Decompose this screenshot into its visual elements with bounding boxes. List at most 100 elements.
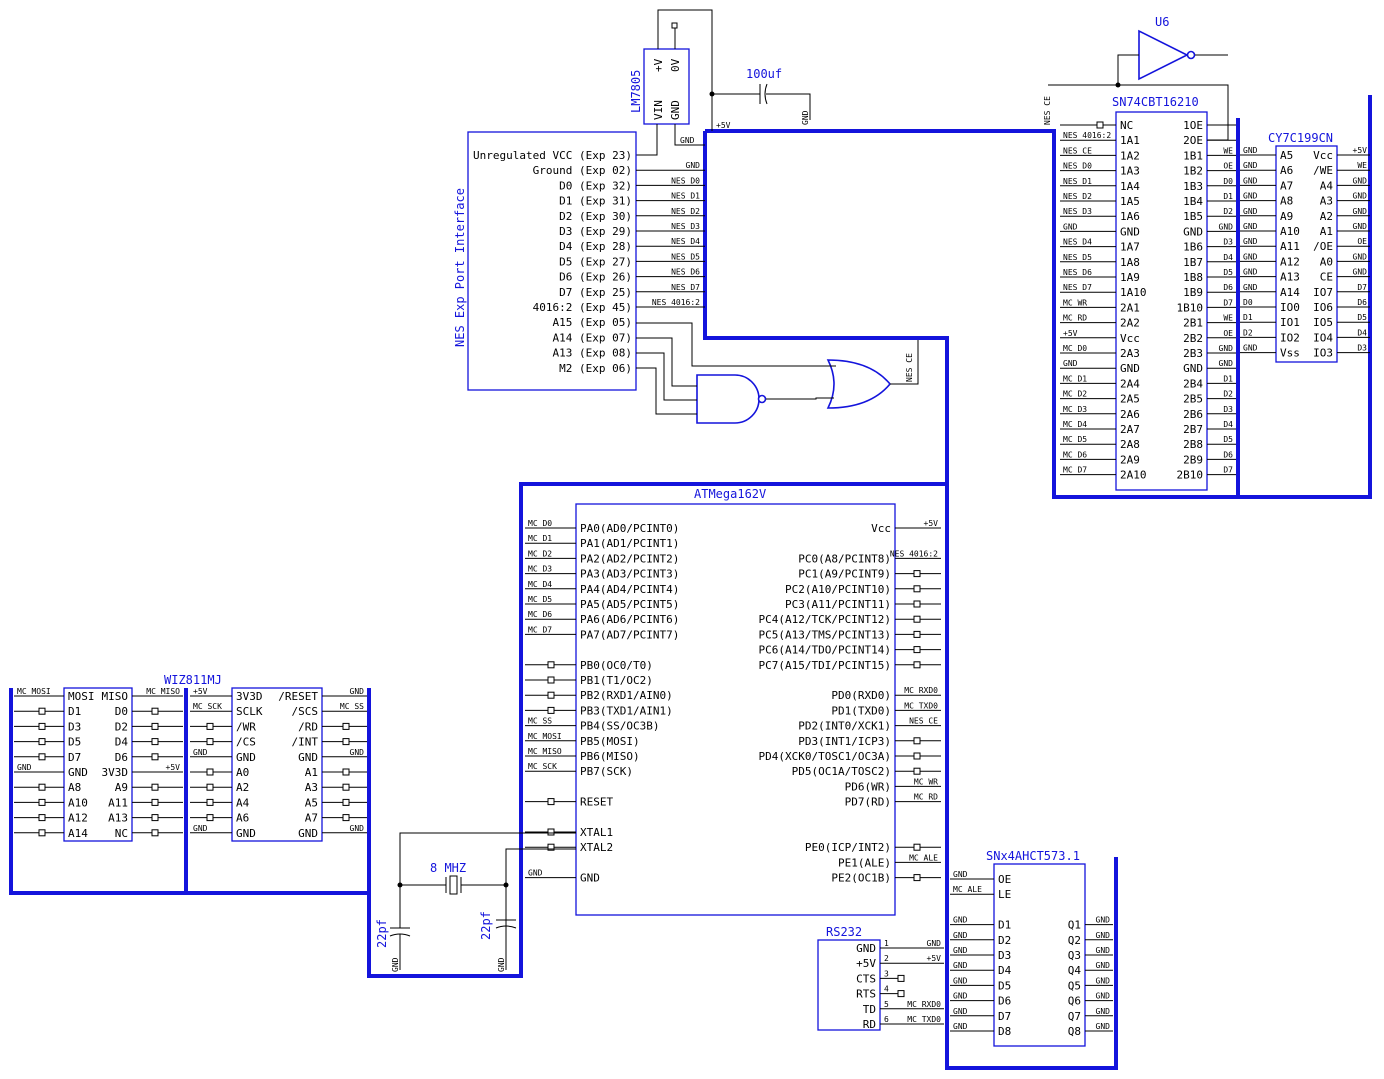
cy7c199cn-net-label: WE xyxy=(1357,161,1367,170)
atmega162v-pin: PA0(AD0/PCINT0) xyxy=(580,522,679,535)
atmega162v-nc xyxy=(913,874,921,882)
sn74cbt16210-pin: NC xyxy=(1120,119,1133,132)
sn74cbt16210-pin: 1B7 xyxy=(1183,256,1203,269)
wiz-left-nc xyxy=(38,753,46,761)
sn74cbt16210-pin: 1B2 xyxy=(1183,165,1203,178)
sn74cbt16210-net-label: NES D4 xyxy=(1063,238,1092,247)
sn74cbt16210-pin: 2A7 xyxy=(1120,423,1140,436)
sn74cbt16210-pin: 2B5 xyxy=(1183,393,1203,406)
sn74cbt16210-pin: 2B2 xyxy=(1183,332,1203,345)
sn74cbt16210-pin: GND xyxy=(1120,362,1140,375)
sn74ahct573-pin: D7 xyxy=(998,1010,1011,1023)
cy7c199cn-net-label: GND xyxy=(1243,222,1258,231)
atmega162v-pin: PB7(SCK) xyxy=(580,765,633,778)
sn74cbt16210-net-label: MC D7 xyxy=(1063,466,1087,475)
wiz-right-net-label: GND xyxy=(350,748,365,757)
sn74cbt16210-pin: 2OE xyxy=(1183,134,1203,147)
atmega162v-pin: PE0(ICP/INT2) xyxy=(805,841,891,854)
sn74ahct573-pin: D4 xyxy=(998,964,1012,977)
cy7c199cn-title: CY7C199CN xyxy=(1268,131,1333,145)
sn74ahct573-pin: Q1 xyxy=(1068,919,1081,932)
sn74cbt16210-pin: 2A5 xyxy=(1120,393,1140,406)
cy7c199cn-pin: A7 xyxy=(1280,179,1293,192)
nes-exp-pin: A13 (Exp 08) xyxy=(553,347,632,360)
wiz-left-nc xyxy=(38,814,46,822)
atmega162v-net-label: MC ALE xyxy=(909,853,938,862)
wiz-left-net-label: MC MISO xyxy=(146,687,180,696)
atmega162v-net-label: MC RXD0 xyxy=(904,686,938,695)
sn74cbt16210-pin: 2B1 xyxy=(1183,317,1203,330)
atmega162v-body xyxy=(575,503,896,916)
sn74cbt16210-pin: GND xyxy=(1183,362,1203,375)
atmega162v-pin: PB3(TXD1/AIN1) xyxy=(580,704,673,717)
rs232-pin: +5V xyxy=(856,957,876,970)
cy7c199cn-net-label: D0 xyxy=(1243,298,1253,307)
cy7c199cn-pin: /WE xyxy=(1313,164,1333,177)
sn74cbt16210-pin: GND xyxy=(1183,225,1203,238)
wiz-left-pin: A14 xyxy=(68,827,88,840)
svg-text:NES CE: NES CE xyxy=(905,353,914,382)
rs232-net-label: +5V xyxy=(927,954,942,963)
wiz-left-pin: 3V3D xyxy=(102,766,129,779)
wiz-right-nc xyxy=(342,814,350,822)
wiz-left-nc xyxy=(38,798,46,806)
atmega162v-pin: PA1(AD1/PCINT1) xyxy=(580,537,679,550)
atmega162v-net-label: NES CE xyxy=(909,717,938,726)
sn74cbt16210-net-label: D7 xyxy=(1223,466,1233,475)
sn74ahct573-pin: Q6 xyxy=(1068,995,1081,1008)
wiz-right-net-label: +5V xyxy=(193,687,208,696)
rs232-title: RS232 xyxy=(826,925,862,939)
sn74cbt16210-net-label: MC WR xyxy=(1063,298,1087,307)
cy7c199cn-net-label: GND xyxy=(1243,344,1258,353)
sn74cbt16210-net-label: D7 xyxy=(1223,298,1233,307)
sn74ahct573-pin: Q4 xyxy=(1068,964,1082,977)
cy7c199cn-pin: Vss xyxy=(1280,347,1300,360)
sn74cbt16210-net-label: NES D1 xyxy=(1063,177,1092,186)
sn74cbt16210-net-label: D5 xyxy=(1223,435,1233,444)
atmega162v-pin: PB4(SS/OC3B) xyxy=(580,720,659,733)
sn74cbt16210-pin: 2B9 xyxy=(1183,453,1203,466)
wiz-right-pin: GND xyxy=(236,827,256,840)
wiz-right-pin: /RD xyxy=(298,720,318,733)
wiz-left-nc xyxy=(151,814,159,822)
wiz-right-pin: SCLK xyxy=(236,705,263,718)
sn74cbt16210-net-label: NES D3 xyxy=(1063,207,1092,216)
rs232-net-label: MC TXD0 xyxy=(907,1015,941,1024)
sn74cbt16210-pin: 1A4 xyxy=(1120,180,1140,193)
atmega162v-nc xyxy=(547,843,555,851)
sn74ahct573-pin: D2 xyxy=(998,934,1011,947)
wiz-right-pin: A6 xyxy=(236,812,249,825)
wiz-left-pin: MISO xyxy=(102,690,129,703)
atmega162v-net-label: MC SCK xyxy=(528,762,557,771)
wiz-right-pin: A3 xyxy=(305,781,318,794)
cy7c199cn-net-label: GND xyxy=(1243,268,1258,277)
wiz-right-pin: A0 xyxy=(236,766,249,779)
svg-text:0V: 0V xyxy=(669,58,682,72)
rs232-pin-number: 1 xyxy=(884,939,889,948)
atmega162v-nc xyxy=(547,706,555,714)
wiz-right-nc xyxy=(206,814,214,822)
sn74cbt16210-net-label: GND xyxy=(1063,359,1078,368)
wiz-right-pin: GND xyxy=(298,827,318,840)
atmega162v-pin: PC3(A11/PCINT11) xyxy=(785,598,891,611)
atmega162v-title: ATMega162V xyxy=(694,487,766,501)
sn74ahct573-pin: D5 xyxy=(998,979,1011,992)
rs232-net-label: GND xyxy=(927,939,942,948)
sn74ahct573-net-label: GND xyxy=(953,916,968,925)
atmega162v-net-label: MC D0 xyxy=(528,519,552,528)
sn74ahct573-net-label: GND xyxy=(953,870,968,879)
wiz-right-pin: /RESET xyxy=(278,690,318,703)
atmega162v-pin: Vcc xyxy=(871,522,891,535)
sn74cbt16210-net-label: OE xyxy=(1223,162,1233,171)
atmega162v-pin: PC7(A15/TDI/PCINT15) xyxy=(759,659,891,672)
wiz-right-pin: A5 xyxy=(305,796,318,809)
cy7c199cn-pin: A13 xyxy=(1280,271,1300,284)
svg-text:100uf: 100uf xyxy=(746,67,782,81)
sn74ahct573-net-label: GND xyxy=(953,1022,968,1031)
sn74cbt16210-net-label: GND xyxy=(1219,222,1234,231)
sn74cbt16210-pin: 2B10 xyxy=(1177,469,1204,482)
atmega162v-net-label: MC MISO xyxy=(528,747,562,756)
